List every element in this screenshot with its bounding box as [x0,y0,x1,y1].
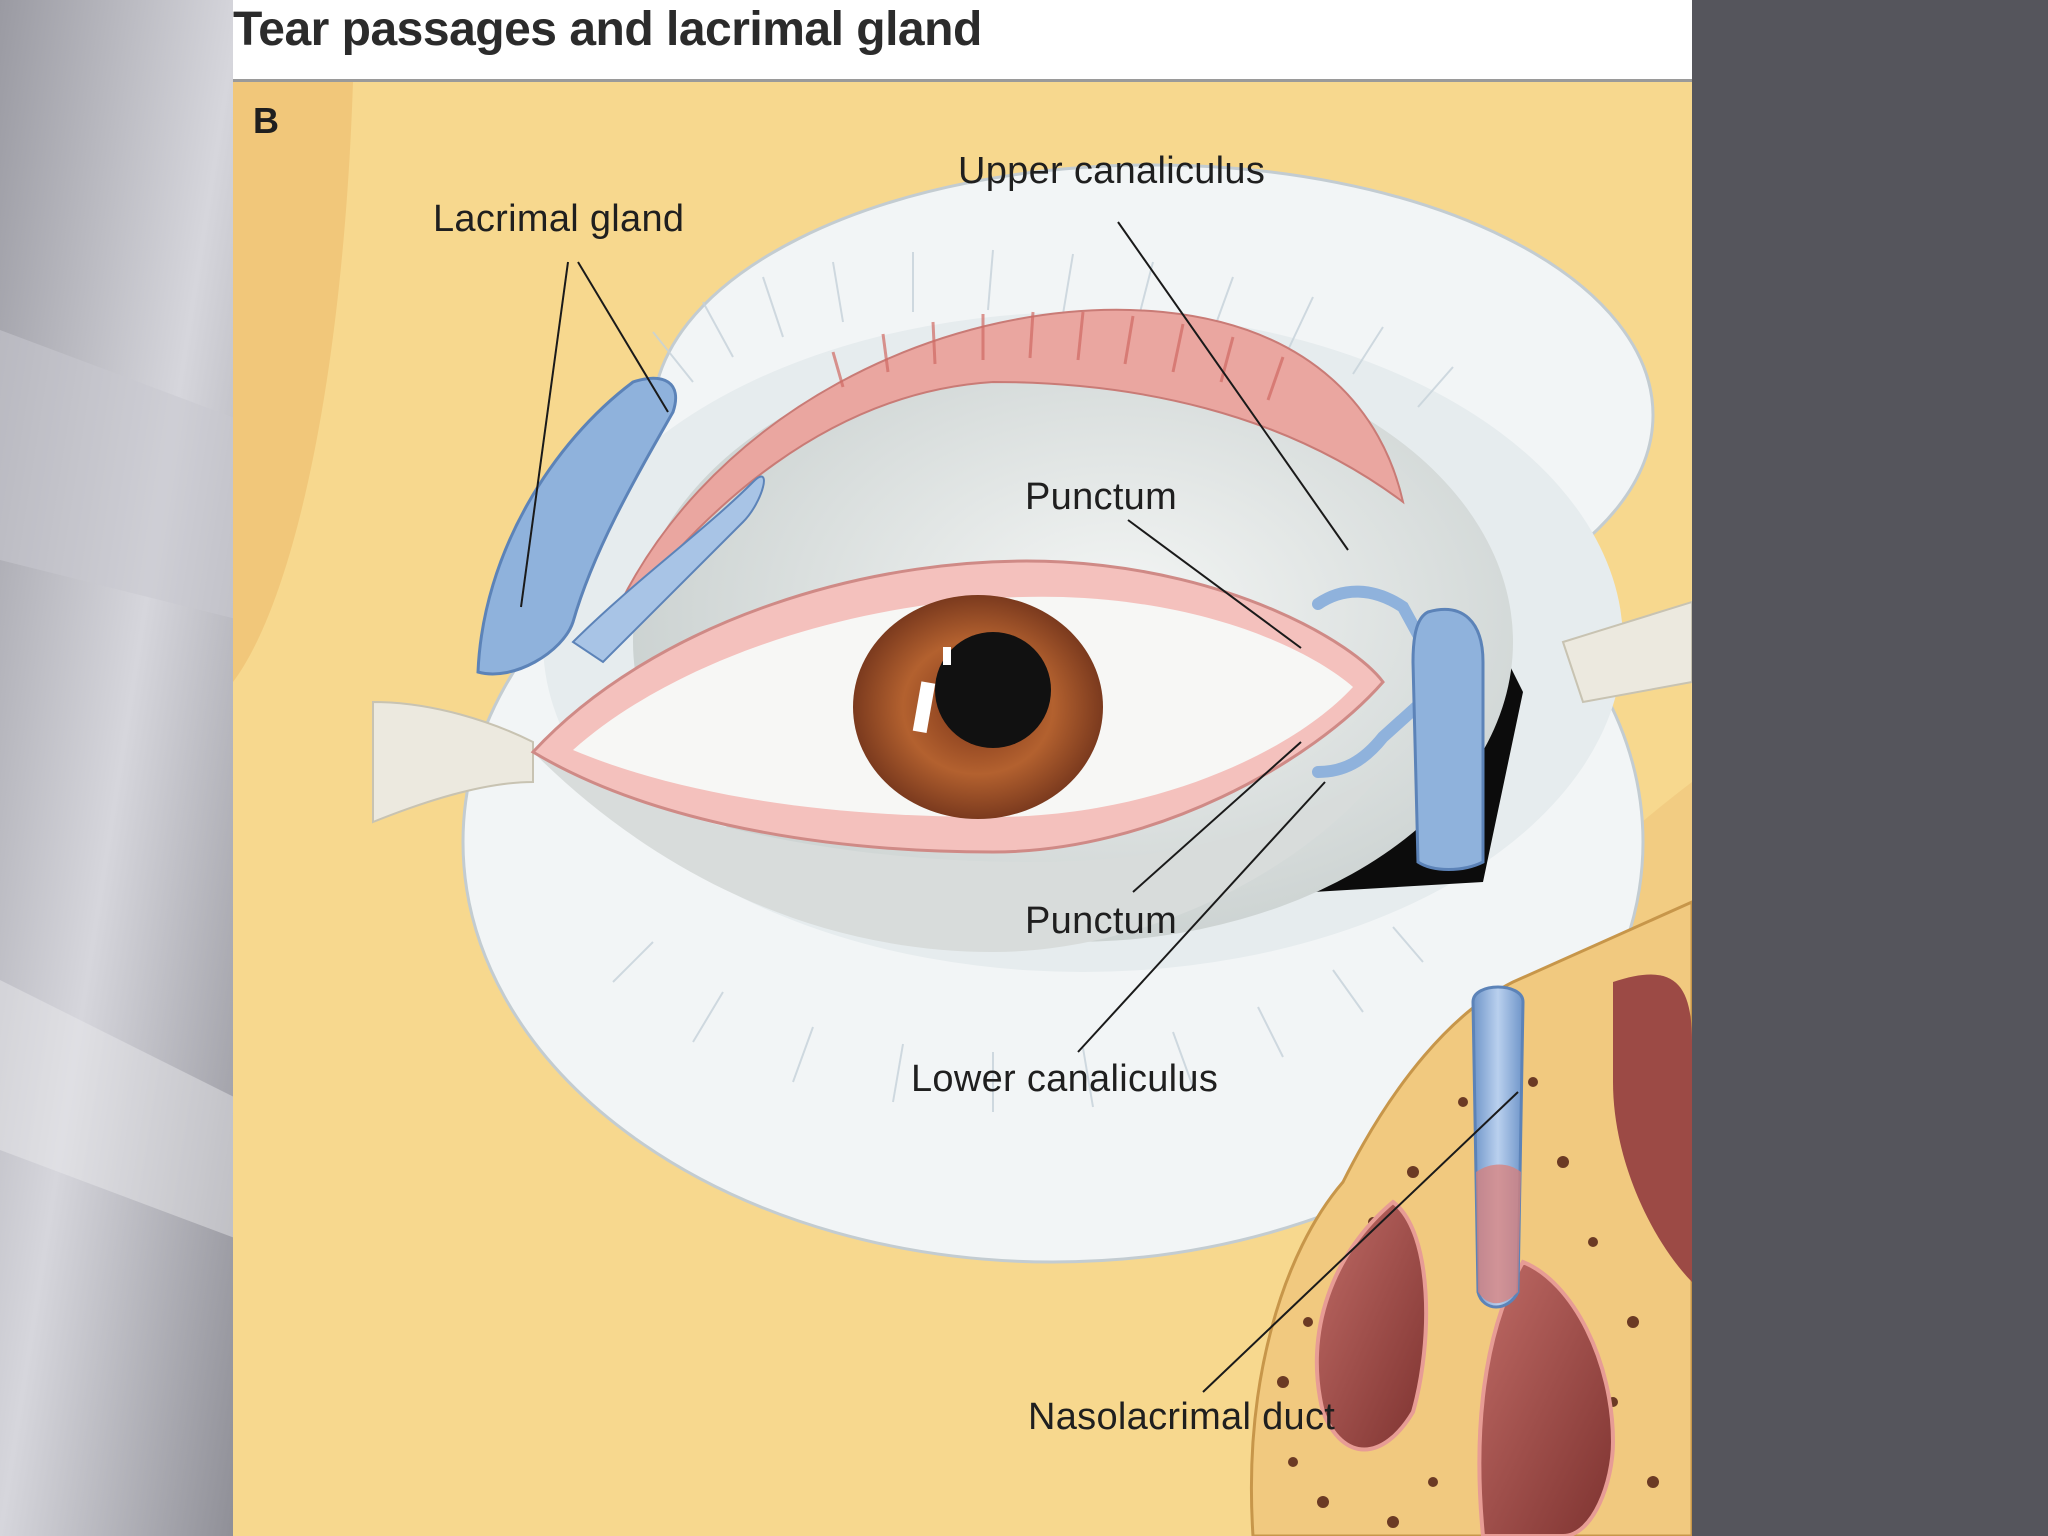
upper-eyelid-tarsus [602,308,1405,643]
eye-illustration [233,82,1692,1536]
label-punctum-lower: Punctum [1025,900,1178,942]
leader-lacrimal-gland-1 [520,261,569,608]
nasal-cavity-right [1477,1259,1616,1536]
lacrimal-gland [476,376,678,676]
leader-lower-canaliculus [1077,781,1326,1053]
label-lacrimal-gland: Lacrimal gland [433,198,685,240]
label-nasolacrimal-duct: Nasolacrimal duct [1028,1396,1336,1438]
nasal-turbinate [1613,974,1692,1282]
pupil [935,632,1051,748]
label-punctum-upper: Punctum [1025,476,1178,518]
leader-punctum-lower [1132,741,1302,893]
leader-nasolacrimal-duct [1202,1091,1519,1393]
lacrimal-gland-lobe [571,475,765,664]
lower-eyelid [533,752,1383,952]
leader-punctum-upper [1127,519,1302,649]
leader-upper-canaliculus [1117,221,1349,551]
duct-opening [1476,1164,1521,1304]
nasal-cavity-left [1314,1199,1429,1452]
lower-canaliculus [1312,686,1439,778]
figure-title: Tear passages and lacrimal gland [233,3,982,56]
leader-lines [520,221,1519,1393]
brow-shadow [233,82,353,682]
label-lower-canaliculus: Lower canaliculus [911,1058,1219,1100]
lateral-palpebral-ligament [372,700,534,824]
title-bar: Tear passages and lacrimal gland [233,0,1692,82]
panel-letter: B [253,100,279,141]
corneal-highlight [912,681,936,734]
upper-canaliculus [1312,585,1439,668]
medial-palpebral-ligament [1561,600,1692,704]
lacrimal-sac [1411,607,1485,871]
upper-eyelid-glands [831,311,1285,401]
corneal-highlight-small [943,647,951,665]
muscle-fibers [612,249,1454,1112]
anatomy-figure: Tear passages and lacrimal gland [233,0,1692,1536]
label-upper-canaliculus: Upper canaliculus [958,150,1266,192]
leader-lacrimal-gland-2 [577,261,669,413]
